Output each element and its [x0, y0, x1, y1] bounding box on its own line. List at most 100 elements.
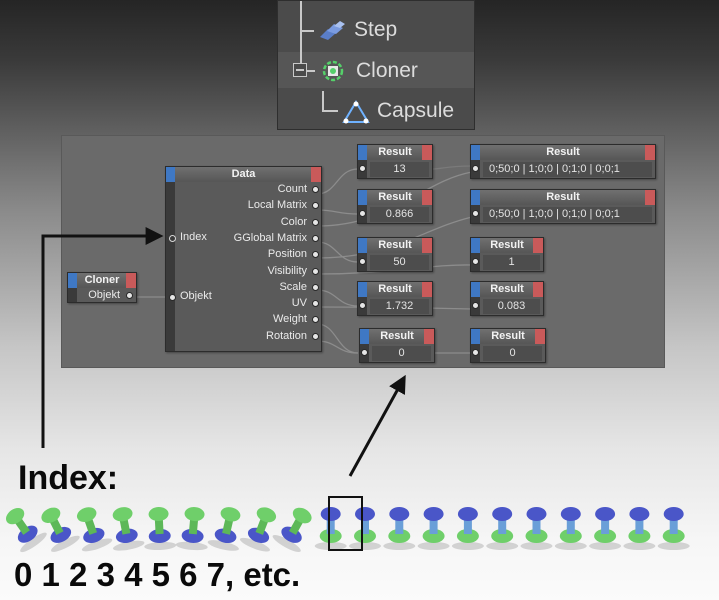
objekt-input-port[interactable] — [169, 294, 176, 301]
output-tab — [422, 145, 432, 160]
result-title: Result — [358, 145, 432, 160]
clone-capsule — [451, 507, 484, 550]
clone-capsule — [112, 507, 145, 551]
clone-capsule — [207, 507, 241, 551]
result-node-local-matrix[interactable]: Result 0.866 — [357, 189, 433, 224]
clone-capsule — [417, 507, 450, 550]
hierarchy-line — [300, 1, 302, 63]
output-label: Rotation — [266, 329, 307, 342]
clone-row — [5, 507, 690, 553]
result-input-port[interactable] — [359, 165, 366, 172]
clone-capsule — [657, 507, 690, 550]
output-tab — [311, 167, 321, 182]
clone-capsule — [554, 507, 587, 550]
clone-capsule — [349, 507, 381, 550]
object-row-cloner[interactable]: Cloner — [278, 52, 474, 88]
hierarchy-line — [322, 91, 324, 111]
result-value: 0 — [372, 346, 431, 361]
output-label: Position — [267, 248, 307, 261]
result-node-scale[interactable]: Result 1.732 — [357, 281, 433, 316]
result-node-position[interactable]: Result 50 — [357, 237, 433, 272]
output-label: Visibility — [267, 264, 307, 277]
result-node-uv[interactable]: Result 0.083 — [470, 281, 544, 316]
result-input-port[interactable] — [359, 258, 366, 265]
result-title: Result — [471, 329, 545, 344]
index-heading: Index: — [18, 459, 119, 497]
output-label: Local Matrix — [247, 199, 307, 212]
input-tab — [358, 145, 367, 160]
object-manager-panel: Step Cloner Capsule — [277, 0, 475, 130]
output-tab — [424, 329, 434, 344]
output-port[interactable] — [312, 234, 319, 242]
result-input-port[interactable] — [472, 349, 479, 356]
object-row-step[interactable]: Step — [278, 11, 474, 47]
result-input-port[interactable] — [472, 302, 479, 309]
capsule-primitive-icon — [342, 100, 370, 124]
result-node-weight[interactable]: Result 0 — [470, 328, 546, 363]
result-value: 0;50;0 | 1;0;0 | 0;1;0 | 0;0;1 — [483, 162, 652, 177]
output-label: Weight — [272, 313, 307, 326]
clone-capsule — [589, 507, 622, 550]
output-label: Scale — [279, 280, 307, 293]
output-tab — [645, 190, 655, 205]
cloner-node-title: Cloner — [68, 273, 136, 288]
data-node-title: Data — [166, 167, 321, 182]
result-title: Result — [360, 329, 434, 344]
input-tab — [358, 282, 367, 297]
output-label: UV — [291, 297, 307, 310]
result-title: Result — [471, 145, 655, 160]
clone-capsule — [175, 507, 208, 551]
output-port[interactable] — [312, 267, 319, 275]
result-node-visibility[interactable]: Result 1 — [470, 237, 544, 272]
output-port[interactable] — [312, 251, 319, 259]
result-node-matrix-b[interactable]: Result 0;50;0 | 1;0;0 | 0;1;0 | 0;0;1 — [470, 189, 656, 224]
output-port[interactable] — [312, 202, 319, 210]
collapse-toggle[interactable] — [293, 63, 307, 77]
result-title: Result — [358, 238, 432, 253]
output-port[interactable] — [312, 186, 319, 193]
result-node-count[interactable]: Result 13 — [357, 144, 433, 179]
index-input-port[interactable] — [169, 235, 176, 242]
result-arrow — [348, 374, 406, 477]
highlighted-clone-box — [328, 496, 363, 551]
output-port[interactable] — [312, 300, 319, 308]
index-numbers-caption: 0 1 2 3 4 5 6 7, etc. — [14, 556, 301, 593]
result-input-port[interactable] — [472, 210, 479, 217]
result-value: 0;50;0 | 1;0;0 | 0;1;0 | 0;0;1 — [483, 207, 652, 222]
result-value: 0.083 — [483, 299, 540, 314]
output-label: GGlobal Matrix — [233, 231, 307, 244]
result-value: 13 — [370, 162, 429, 177]
result-input-port[interactable] — [359, 302, 366, 309]
clone-capsule — [272, 507, 312, 553]
input-tab — [471, 282, 480, 297]
output-port[interactable] — [312, 332, 319, 340]
input-tab — [166, 167, 175, 182]
hierarchy-line — [300, 30, 314, 32]
result-input-port[interactable] — [472, 258, 479, 265]
result-node-rotation[interactable]: Result 0 — [359, 328, 435, 363]
input-tab — [471, 145, 480, 160]
result-input-port[interactable] — [361, 349, 368, 356]
result-input-port[interactable] — [472, 165, 479, 172]
output-port[interactable] — [312, 316, 319, 324]
clone-capsule — [383, 507, 416, 550]
input-tab — [358, 238, 367, 253]
object-row-capsule[interactable]: Capsule — [278, 92, 474, 128]
cloner-node[interactable]: Cloner Objekt — [67, 272, 137, 303]
output-port[interactable] — [312, 218, 319, 226]
clone-capsule — [623, 507, 656, 550]
result-node-matrix-a[interactable]: Result 0;50;0 | 1;0;0 | 0;1;0 | 0;0;1 — [470, 144, 656, 179]
output-port[interactable] — [312, 283, 319, 291]
result-title: Result — [358, 282, 432, 297]
result-input-port[interactable] — [359, 210, 366, 217]
result-value: 1.732 — [370, 299, 429, 314]
result-title: Result — [358, 190, 432, 205]
clone-capsule — [239, 507, 277, 552]
input-label-index: Index — [180, 231, 207, 243]
cloner-output-port[interactable] — [126, 292, 133, 299]
result-value: 1 — [483, 255, 540, 270]
output-tab — [422, 238, 432, 253]
